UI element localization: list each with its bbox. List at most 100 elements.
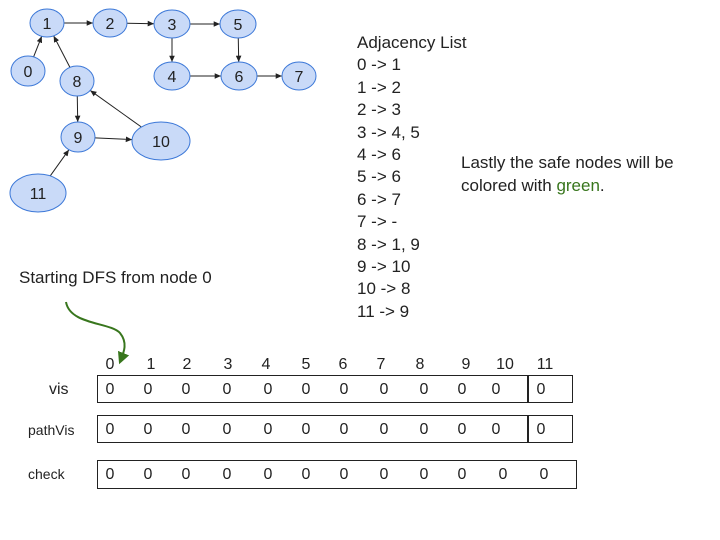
node-label: 11 [30, 186, 47, 203]
node-label: 8 [73, 74, 82, 91]
graph-node-8: 8 [59, 65, 95, 97]
node-circle [153, 9, 191, 39]
array-cell-check-7: 0 [379, 466, 389, 483]
node-label: 9 [74, 130, 83, 147]
array-cell-vis-3: 0 [222, 381, 232, 398]
array-cell-check-5: 0 [301, 466, 311, 483]
index-label-6: 6 [338, 356, 348, 373]
array-box-check [97, 460, 577, 489]
graph-node-4: 4 [153, 61, 191, 91]
graph-node-5: 5 [219, 9, 257, 39]
array-cell-pathVis-8: 0 [419, 421, 429, 438]
edge-0-to-1 [33, 36, 43, 58]
adjacency-line: 6 -> 7 [357, 189, 401, 209]
node-circle [59, 65, 95, 97]
graph-node-1: 1 [29, 8, 65, 38]
array-cell-pathVis-0: 0 [105, 421, 115, 438]
array-cell-vis-0: 0 [105, 381, 115, 398]
array-separator [527, 375, 529, 403]
array-cell-pathVis-7: 0 [379, 421, 389, 438]
node-circle [281, 61, 317, 91]
adjacency-line: 3 -> 4, 5 [357, 122, 420, 142]
array-label-vis: vis [49, 381, 69, 398]
adjacency-line: 5 -> 6 [357, 167, 401, 187]
graph-node-2: 2 [92, 8, 128, 38]
node-label: 3 [168, 17, 177, 34]
array-cell-check-4: 0 [263, 466, 273, 483]
adjacency-line: 4 -> 6 [357, 145, 401, 165]
array-cell-check-0: 0 [105, 466, 115, 483]
adjacency-line: 0 -> 1 [357, 55, 401, 75]
index-label-8: 8 [415, 356, 425, 373]
index-label-5: 5 [301, 356, 311, 373]
array-cell-check-3: 0 [222, 466, 232, 483]
array-cell-vis-7: 0 [379, 381, 389, 398]
index-label-9: 9 [461, 356, 471, 373]
note-prefix: Lastly the safe nodes will be colored wi… [461, 153, 674, 195]
note-green-word: green [556, 176, 600, 195]
start-dfs-text: Starting DFS from node 0 [19, 268, 212, 287]
graph-node-0: 0 [10, 55, 46, 87]
adjacency-line: 7 -> - [357, 212, 398, 232]
node-circle [10, 55, 46, 87]
array-label-check: check [28, 466, 65, 482]
index-label-7: 7 [376, 356, 386, 373]
array-cell-vis-10: 0 [491, 381, 501, 398]
adjacency-line: 2 -> 3 [357, 100, 401, 120]
adjacency-list: Adjacency List 0 -> 1 1 -> 2 2 -> 3 3 ->… [357, 32, 467, 323]
array-label-pathVis: pathVis [28, 422, 75, 438]
array-cell-vis-9: 0 [457, 381, 467, 398]
index-label-2: 2 [182, 356, 192, 373]
array-cell-pathVis-1: 0 [143, 421, 153, 438]
graph-node-6: 6 [220, 61, 258, 91]
edge-9-to-10 [94, 136, 133, 143]
array-cell-pathVis-3: 0 [222, 421, 232, 438]
index-label-4: 4 [261, 356, 271, 373]
array-cell-vis-6: 0 [339, 381, 349, 398]
array-cell-pathVis-9: 0 [457, 421, 467, 438]
array-cell-pathVis-6: 0 [339, 421, 349, 438]
edge-10-to-8 [89, 90, 142, 128]
array-box-pathVis [97, 415, 573, 443]
array-cell-check-11: 0 [539, 466, 549, 483]
node-circle [9, 173, 67, 213]
array-cell-check-6: 0 [339, 466, 349, 483]
adjacency-line: 8 -> 1, 9 [357, 234, 420, 254]
node-label: 1 [43, 16, 52, 33]
array-cell-check-1: 0 [143, 466, 153, 483]
node-circle [220, 61, 258, 91]
node-label: 2 [106, 16, 115, 33]
array-cell-vis-1: 0 [143, 381, 153, 398]
graph-node-11: 11 [9, 173, 67, 213]
node-label: 4 [168, 69, 177, 86]
node-label: 10 [152, 134, 170, 151]
adjacency-line: 11 -> 9 [357, 301, 410, 321]
note-suffix: . [599, 176, 605, 195]
index-label-10: 10 [496, 356, 514, 373]
index-label-0: 0 [105, 356, 115, 373]
array-cell-check-2: 0 [181, 466, 191, 483]
graph-node-7: 7 [281, 61, 317, 91]
node-circle [153, 61, 191, 91]
array-cell-pathVis-10: 0 [491, 421, 501, 438]
adjacency-line: 9 -> 10 [357, 257, 411, 277]
array-cell-vis-5: 0 [301, 381, 311, 398]
array-cell-check-10: 0 [498, 466, 508, 483]
node-label: 0 [24, 64, 33, 81]
edge-11-to-9 [49, 149, 70, 177]
array-cell-pathVis-5: 0 [301, 421, 311, 438]
graph-node-10: 10 [131, 121, 191, 161]
index-label-3: 3 [223, 356, 233, 373]
array-separator [527, 415, 529, 443]
node-label: 7 [295, 69, 304, 86]
node-label: 5 [234, 17, 243, 34]
graph-node-9: 9 [60, 121, 96, 153]
adjacency-line: 1 -> 2 [357, 77, 401, 97]
array-box-vis [97, 375, 573, 403]
array-cell-vis-11: 0 [536, 381, 546, 398]
node-circle [29, 8, 65, 38]
array-cell-vis-8: 0 [419, 381, 429, 398]
node-circle [219, 9, 257, 39]
array-cell-vis-4: 0 [263, 381, 273, 398]
